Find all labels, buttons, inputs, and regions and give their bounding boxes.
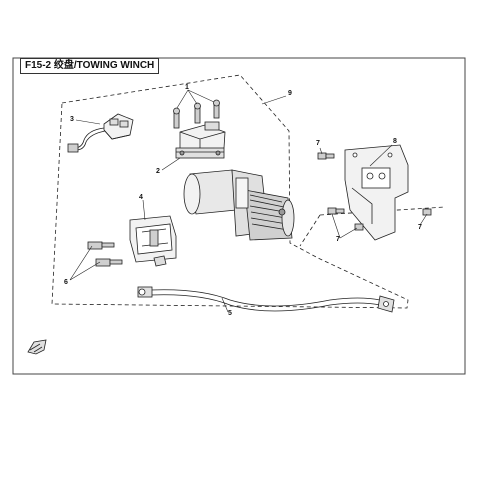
callout-7b: 7 xyxy=(336,236,340,243)
callout-7a: 7 xyxy=(316,140,320,147)
leader-lines xyxy=(69,89,428,313)
callout-8: 8 xyxy=(393,138,397,145)
bracket-dashed-outline xyxy=(299,206,446,247)
title-box: F15-2 绞盘/TOWING WINCH xyxy=(20,58,159,74)
fairlead-bolts xyxy=(87,241,123,267)
winch-motor-drum xyxy=(183,169,295,241)
callout-1: 1 xyxy=(185,84,189,91)
callout-9: 9 xyxy=(288,90,292,97)
battery-cable xyxy=(137,286,395,313)
mounting-bolts xyxy=(173,99,220,129)
callout-6: 6 xyxy=(64,279,68,286)
callout-5: 5 xyxy=(228,310,232,317)
mounting-bracket xyxy=(344,144,409,241)
page-title: F15-2 绞盘/TOWING WINCH xyxy=(25,60,155,71)
fairlead xyxy=(129,215,177,267)
control-box xyxy=(175,121,226,159)
assembly-dashed-outline xyxy=(51,74,409,309)
callout-3: 3 xyxy=(70,116,74,123)
callout-4: 4 xyxy=(139,194,143,201)
callout-2: 2 xyxy=(156,168,160,175)
outer-frame xyxy=(12,57,466,375)
contactor-switch xyxy=(67,113,134,153)
callout-7c: 7 xyxy=(418,224,422,231)
view-direction-icon xyxy=(27,339,47,355)
bracket-bolts xyxy=(317,152,432,231)
